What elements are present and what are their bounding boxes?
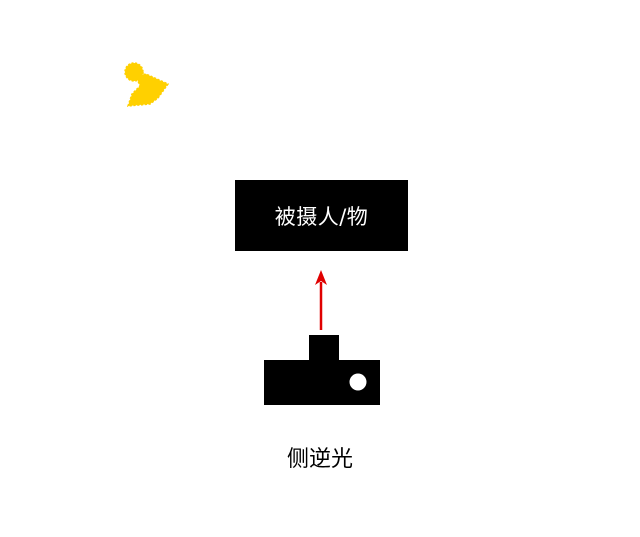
camera bbox=[262, 334, 382, 406]
diagram-caption: 侧逆光 bbox=[286, 447, 353, 472]
subject-label: 被摄人/物 bbox=[274, 204, 369, 229]
arrow-up-icon bbox=[315, 270, 327, 330]
camera-icon bbox=[264, 335, 380, 405]
subject-box: 被摄人/物 bbox=[235, 180, 408, 251]
direction-arrow bbox=[310, 268, 332, 332]
light-icon bbox=[124, 62, 170, 107]
light-source bbox=[120, 60, 172, 110]
